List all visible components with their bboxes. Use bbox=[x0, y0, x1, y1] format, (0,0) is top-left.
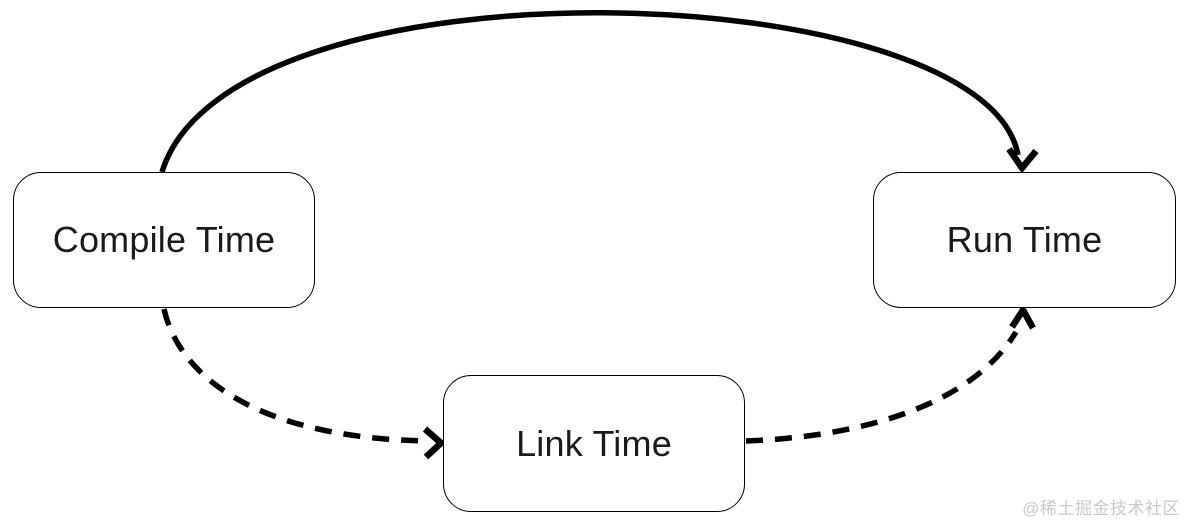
node-link-time: Link Time bbox=[443, 375, 745, 512]
node-run-time: Run Time bbox=[873, 172, 1176, 308]
watermark: @稀土掘金技术社区 bbox=[1022, 499, 1180, 518]
edge-link-to-run bbox=[745, 330, 1019, 444]
node-compile-time: Compile Time bbox=[13, 172, 315, 308]
edge-compile-to-link bbox=[161, 308, 429, 444]
node-compile-time-label: Compile Time bbox=[52, 219, 276, 260]
arrowhead-down-icon bbox=[1006, 147, 1039, 174]
edge-compile-to-run bbox=[159, 10, 1021, 173]
node-link-time-label: Link Time bbox=[516, 422, 672, 464]
arrowhead-right-icon bbox=[422, 426, 446, 460]
node-run-time-label: Run Time bbox=[946, 219, 1103, 260]
arrowhead-up-icon bbox=[1009, 303, 1036, 330]
